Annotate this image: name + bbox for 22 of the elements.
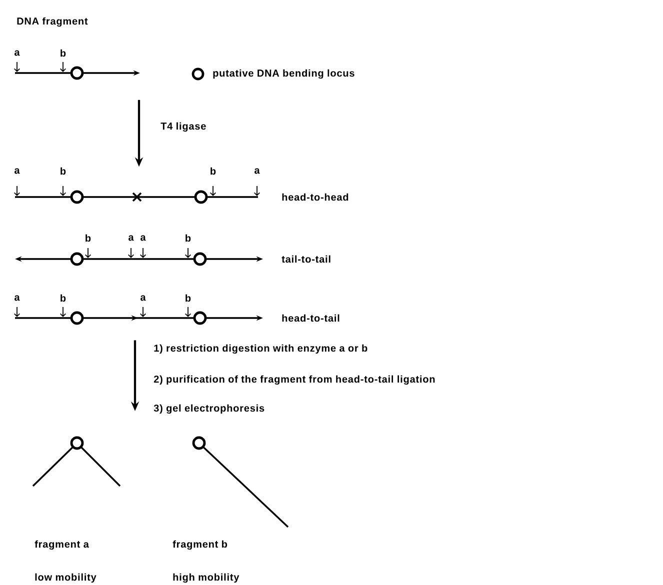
fragment-label: high mobility (173, 573, 240, 583)
step-text: 3) gel electrophoresis (154, 404, 264, 414)
dna-fragment-drawing (14, 186, 260, 204)
site-letter: a (14, 168, 20, 174)
fragment-label: head-to-head (282, 193, 348, 201)
site-letter: b (186, 294, 191, 302)
site-letter: b (60, 294, 66, 302)
site-letter: b (60, 167, 66, 175)
bent-fragment-drawing (192, 436, 289, 528)
legend-text: putative DNA bending locus (213, 69, 354, 79)
fragment-label: fragment b (172, 540, 228, 550)
step-text: 1) restriction digestion with enzyme a or b (154, 344, 368, 354)
site-letter: b (210, 167, 216, 175)
fragment-label: tail-to-tail (282, 255, 330, 263)
heading: DNA fragment (17, 17, 88, 27)
fragment-label: head-to-tail (282, 314, 340, 322)
bent-fragment-drawing (32, 436, 121, 487)
fragment-label: fragment a (34, 540, 89, 550)
fragment-label: low mobility (35, 573, 96, 583)
step-text: 2) purification of the fragment from head-to-tail ligation (154, 375, 435, 385)
edge-label: T4 ligase (160, 122, 206, 132)
site-letter: a (254, 168, 260, 174)
